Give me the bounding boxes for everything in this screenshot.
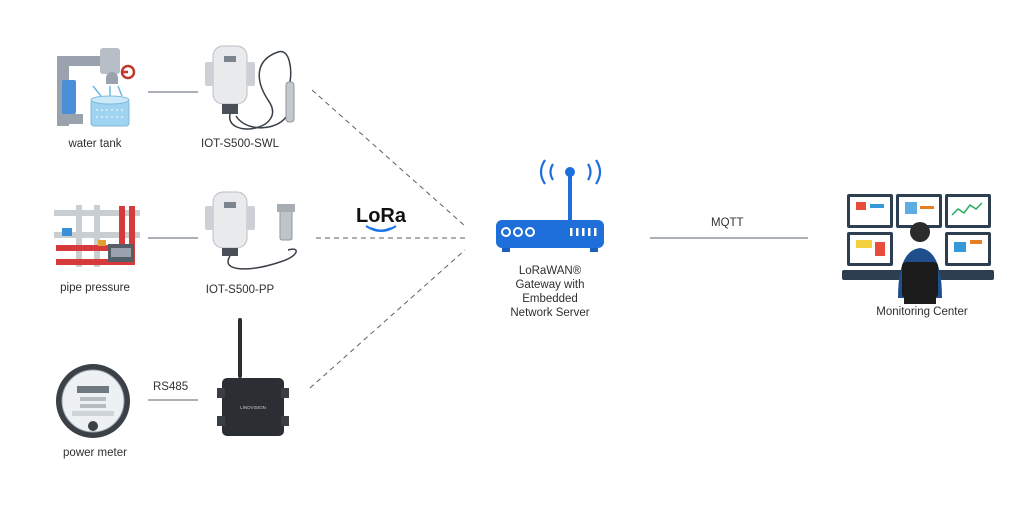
gateway-antenna-icon (565, 167, 575, 177)
water-tank-icon (57, 48, 136, 127)
pipe-pressure-label: pipe pressure (60, 282, 130, 294)
swl-to-gateway-dashed (311, 89, 466, 227)
monitoring-center-label: Monitoring Center (876, 306, 968, 318)
controller-to-gateway-dashed (309, 249, 466, 389)
water-tank-label: water tank (68, 138, 122, 150)
pipe-pressure-icon (54, 205, 140, 267)
lora-logo: LoRa (356, 205, 407, 232)
gateway-label: LoRaWAN® Gateway with Embedded Network S… (510, 265, 590, 319)
pp-sensor-device (205, 191, 297, 270)
swl-device-label: IOT-S500-SWL (201, 138, 279, 150)
lora-logo-text: LoRa (356, 205, 407, 227)
power-meter-icon (56, 364, 130, 438)
controller-brand-text: LINOVISION (240, 405, 266, 410)
pp-device-label: IOT-S500-PP (205, 284, 275, 296)
rs485-controller-device: LINOVISION (217, 318, 289, 436)
swl-sensor-device (205, 45, 295, 130)
gateway-device (496, 159, 604, 252)
mqtt-label: MQTT (711, 217, 744, 229)
rs485-label: RS485 (153, 381, 189, 393)
power-meter-label: power meter (63, 447, 127, 459)
monitoring-center-illustration (842, 194, 994, 304)
connection-lines (148, 89, 808, 401)
